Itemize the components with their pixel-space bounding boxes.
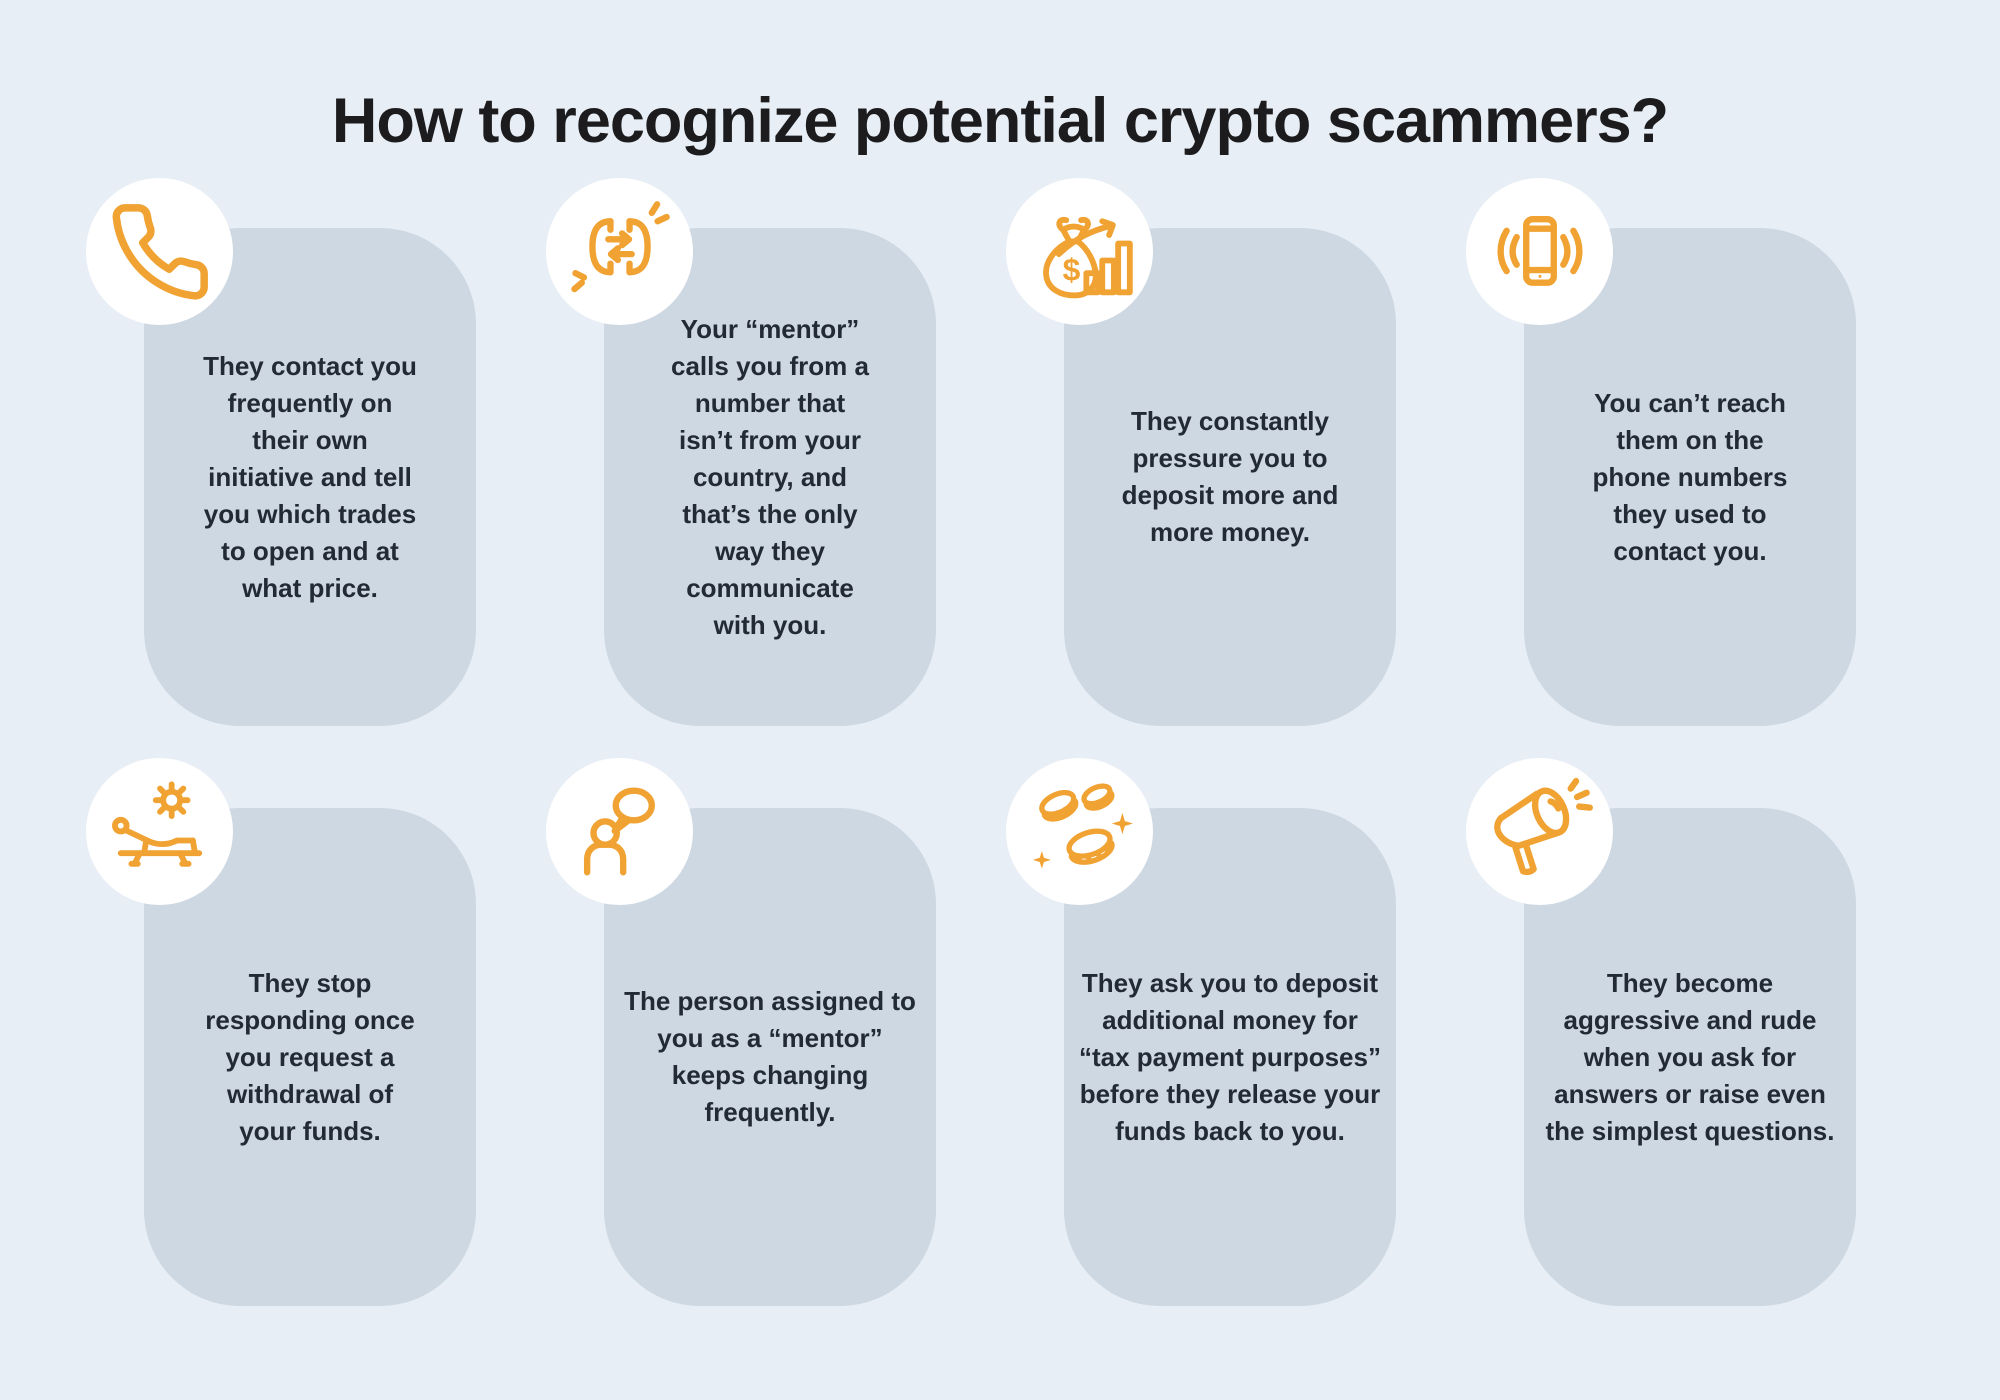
page-title: How to recognize potential crypto scamme… (331, 86, 1669, 156)
icon-circle (546, 178, 693, 325)
card-foreign-number: Your “mentor” calls you from a number th… (546, 178, 936, 726)
card-text: They become aggressive and rude when you… (1545, 967, 1835, 1146)
card-text: They ask you to deposit additional money… (1079, 967, 1381, 1146)
coins-icon (1032, 782, 1133, 869)
icon-circle: $ (1006, 178, 1153, 325)
money-bag-growth-icon: $ (1042, 216, 1133, 298)
card-text: They constantly pressure you to deposit … (1121, 406, 1339, 547)
megaphone-icon (1493, 777, 1593, 875)
sun-lounger-icon (111, 780, 202, 867)
cards-grid: They contact you frequently on their own… (0, 178, 2000, 1306)
card-text: They stop responding once you request a … (205, 967, 415, 1146)
card-cant-reach: You can’t reach them on the phone number… (1466, 178, 1856, 726)
icon-circle (1466, 178, 1613, 325)
card-text: You can’t reach them on the phone number… (1592, 387, 1788, 566)
card-text: Your “mentor” calls you from a number th… (671, 313, 869, 640)
icon-circle (1466, 758, 1613, 905)
svg-text:$: $ (1062, 251, 1080, 287)
icon-circle (86, 178, 233, 325)
card-aggressive-rude: They become aggressive and rude when you… (1466, 758, 1856, 1306)
card-text: They contact you frequently on their own… (203, 350, 417, 603)
card-text: The person assigned to you as a “mentor”… (624, 986, 916, 1127)
card-pressure-deposit: $ They constantly pressure you to deposi… (1006, 178, 1396, 726)
card-tax-payment: They ask you to deposit additional money… (1006, 758, 1396, 1306)
vibrating-phone-icon (1496, 215, 1583, 286)
card-mentor-changes: The person assigned to you as a “mentor”… (546, 758, 936, 1306)
person-speech-bubble-icon (583, 786, 655, 875)
icon-circle (86, 758, 233, 905)
phone-handset-icon (112, 203, 208, 300)
call-transfer-icon (570, 200, 670, 292)
card-stop-responding: They stop responding once you request a … (86, 758, 476, 1306)
icon-circle (546, 758, 693, 905)
icon-circle (1006, 758, 1153, 905)
card-frequent-contact: They contact you frequently on their own… (86, 178, 476, 726)
